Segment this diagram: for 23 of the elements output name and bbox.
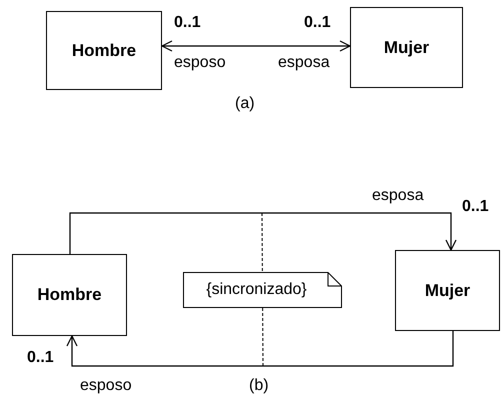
class-name: Hombre bbox=[72, 40, 136, 62]
role-name: esposo bbox=[174, 55, 226, 71]
multiplicity-label: 0..1 bbox=[304, 15, 331, 31]
role-name: esposa bbox=[372, 188, 424, 204]
association-arrow bbox=[66, 331, 454, 367]
panel-caption: (b) bbox=[249, 378, 269, 394]
class-box bbox=[12, 254, 127, 336]
role-name: esposa bbox=[278, 55, 330, 71]
multiplicity-label: 0..1 bbox=[462, 199, 489, 215]
multiplicity-label: 0..1 bbox=[27, 350, 54, 366]
constraint-text: {sincronizado} bbox=[206, 280, 307, 300]
class-box bbox=[395, 250, 500, 331]
class-name: Mujer bbox=[424, 280, 470, 302]
class-box bbox=[46, 11, 162, 90]
class-box bbox=[350, 7, 463, 88]
role-name: esposo bbox=[80, 378, 132, 394]
association-arrow bbox=[161, 40, 351, 52]
multiplicity-label: 0..1 bbox=[174, 15, 201, 31]
note-box bbox=[183, 272, 342, 308]
class-name: Hombre bbox=[37, 284, 102, 306]
class-name: Mujer bbox=[384, 36, 430, 59]
panel-caption: (a) bbox=[235, 96, 255, 112]
association-arrow bbox=[69, 212, 457, 254]
